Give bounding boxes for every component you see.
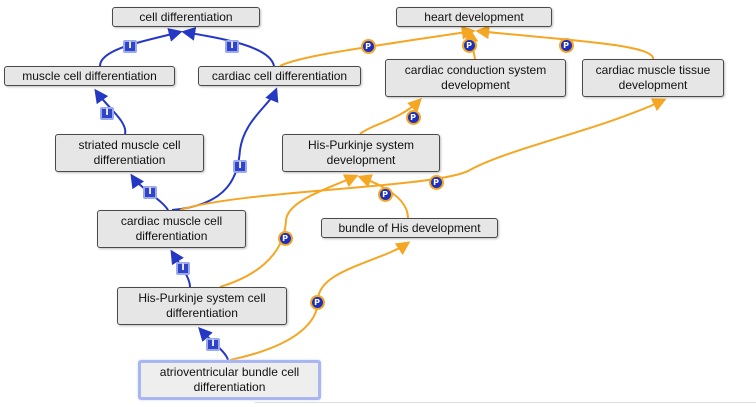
node-label-line-2: differentiation — [193, 380, 266, 394]
node-label: bundle of His development — [338, 220, 481, 235]
edge-hpsd-to-ccs — [359, 98, 422, 135]
is-a-badge: I — [123, 39, 137, 53]
node-label-line-2: development — [326, 153, 396, 167]
node-label: muscle cell differentiation — [22, 68, 157, 83]
is-a-badge: I — [206, 337, 220, 351]
node-heart-development[interactable]: heart development — [396, 7, 552, 27]
part-of-badge: P — [277, 230, 293, 246]
node-label-line-1: striated muscle cell — [78, 138, 181, 152]
node-label: cardiac cell differentiation — [211, 68, 348, 83]
edge-cardiac-muscle-to-cmt — [179, 98, 667, 211]
part-of-badge: P — [558, 37, 574, 53]
node-cardiac-muscle-cell-differentiation[interactable]: cardiac muscle cell differentiation — [97, 210, 246, 248]
node-label-line-2: development — [441, 78, 510, 92]
edge-cmt-to-heart — [475, 25, 654, 60]
part-of-badge: P — [428, 174, 444, 190]
part-of-badge: P — [461, 37, 477, 53]
edge-cardiac-cell-to-cell — [181, 26, 275, 67]
divider — [255, 402, 756, 403]
edge-cardiac-muscle-to-cardiac-cell — [171, 87, 279, 211]
part-of-badge: P — [360, 38, 376, 54]
node-label-line-2: differentiation — [166, 306, 238, 320]
edge-striated-to-muscle — [94, 88, 127, 135]
node-label-line-2: differentiation — [135, 229, 208, 243]
edge-cardiac-cell-to-heart — [279, 25, 476, 67]
node-cardiac-cell-differentiation[interactable]: cardiac cell differentiation — [198, 66, 361, 86]
node-label: cell differentiation — [139, 9, 233, 24]
node-label-line-1: atrioventricular bundle cell — [159, 365, 300, 379]
is-a-badge: I — [176, 261, 190, 275]
node-cardiac-muscle-tissue-development[interactable]: cardiac muscle tissue development — [582, 59, 724, 97]
part-of-badge: P — [405, 109, 421, 125]
node-cardiac-conduction-system-development[interactable]: cardiac conduction system development — [385, 59, 566, 97]
edge-muscle-to-cell — [99, 28, 183, 67]
node-cell-differentiation[interactable]: cell differentiation — [112, 7, 260, 27]
node-striated-muscle-cell-differentiation[interactable]: striated muscle cell differentiation — [55, 134, 204, 172]
node-label-line-1: cardiac muscle tissue — [595, 63, 711, 77]
edge-hps-cell-to-hpsd — [219, 174, 359, 288]
is-a-badge: I — [143, 185, 157, 199]
is-a-badge: I — [100, 106, 114, 120]
node-label-line-1: cardiac conduction system — [404, 63, 547, 77]
node-atrioventricular-bundle-cell-differentiation[interactable]: atrioventricular bundle cell differentia… — [138, 360, 321, 400]
edge-bundle-to-hpsd — [357, 174, 409, 219]
node-label-line-1: cardiac muscle cell — [120, 214, 223, 228]
part-of-badge: P — [377, 186, 393, 202]
is-a-badge: I — [225, 39, 239, 53]
node-label-line-1: His-Purkinje system — [307, 138, 415, 152]
node-bundle-of-his-development[interactable]: bundle of His development — [321, 218, 498, 238]
node-label-line-1: His-Purkinje system cell — [138, 291, 266, 305]
node-label-line-2: development — [618, 78, 688, 92]
is-a-badge: I — [233, 159, 247, 173]
node-label-line-2: differentiation — [93, 153, 166, 167]
node-his-purkinje-system-development[interactable]: His-Purkinje system development — [282, 134, 440, 172]
node-his-purkinje-system-cell-differentiation[interactable]: His-Purkinje system cell differentiation — [117, 287, 287, 325]
node-label: heart development — [424, 9, 524, 24]
part-of-badge: P — [309, 294, 325, 310]
node-muscle-cell-differentiation[interactable]: muscle cell differentiation — [4, 66, 175, 86]
